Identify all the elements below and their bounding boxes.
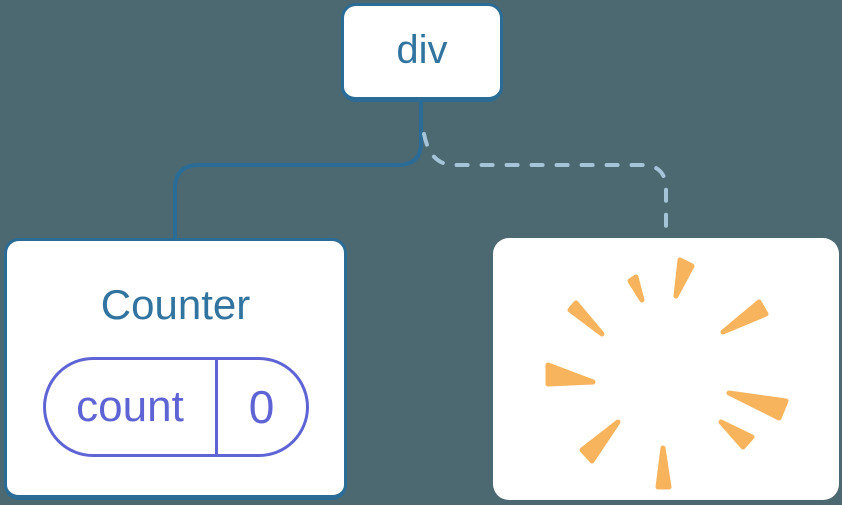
state-pill: count 0 [42,357,309,457]
poof-ray [655,445,672,490]
poof-ray [627,274,645,303]
edge-solid [173,99,423,240]
poof-ray [545,362,596,387]
state-value: 0 [248,381,275,433]
poof-ray [720,299,769,335]
counter-component-card: Counter count 0 [4,238,347,500]
poof-icon [545,257,789,490]
root-node-div: div [341,3,503,102]
root-node-label: div [396,27,448,72]
edge-dashed [422,132,668,240]
state-name: count [46,360,218,454]
poof-ray [726,390,789,421]
component-title: Counter [100,281,251,328]
poof-ray [567,300,605,337]
removed-component-card [493,238,839,500]
poof-ray [673,257,695,299]
poof-ray [579,419,621,464]
poof-ray [718,419,755,450]
